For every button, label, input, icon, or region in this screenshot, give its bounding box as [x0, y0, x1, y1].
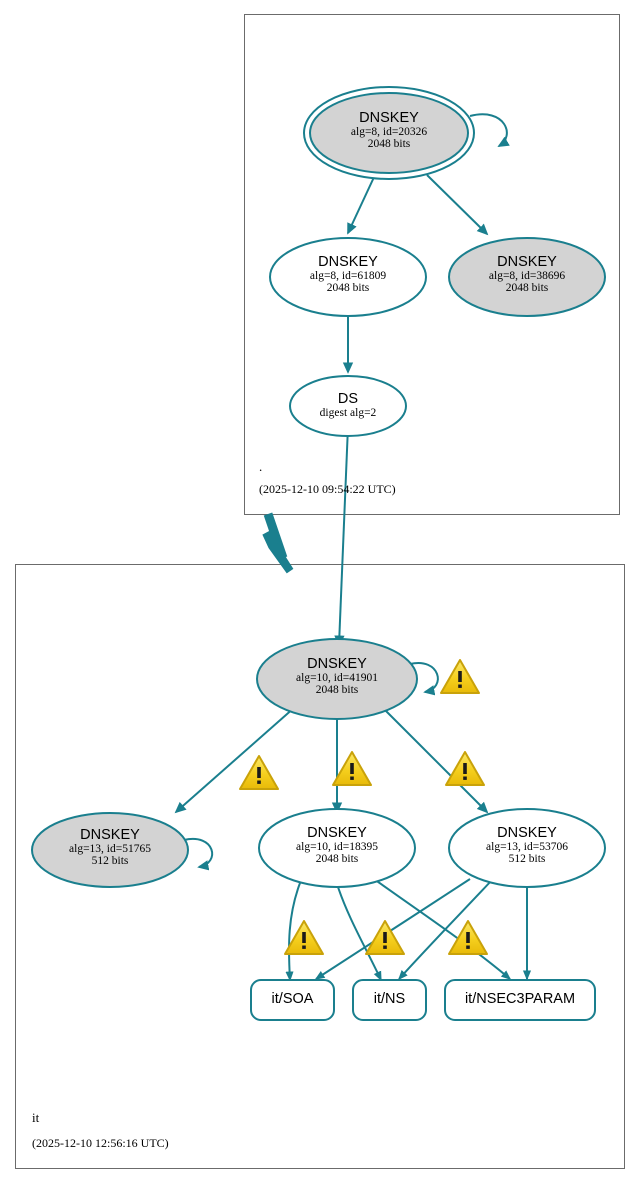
node-root-zsk-61809[interactable] — [269, 237, 427, 317]
node-it-key-53706[interactable] — [448, 808, 606, 888]
edge-18395-to-nsec3param — [373, 878, 512, 980]
node-root-ksk[interactable] — [309, 92, 469, 174]
edge-root-ksk-to-61809 — [347, 174, 376, 235]
node-it-ksk-41901[interactable] — [256, 638, 418, 720]
warning-icon-ksk-to-51765[interactable] — [239, 755, 279, 790]
warning-icon-ksk-selfsign[interactable] — [440, 659, 480, 694]
edge-root-ksk-to-38696 — [426, 174, 489, 236]
cluster-label-root-timestamp: (2025-12-10 09:54:22 UTC) — [259, 482, 396, 496]
edge-it-ksk-to-53706 — [381, 706, 489, 814]
warning-icon-ksk-to-53706[interactable] — [445, 751, 485, 786]
edge-ds-to-it-ksk — [334, 425, 349, 647]
node-it-key-51765[interactable] — [31, 812, 189, 888]
edge-it-ksk-to-51765 — [174, 706, 296, 814]
rrset-it-soa[interactable] — [250, 979, 335, 1021]
edge-18395-to-soa — [285, 882, 301, 982]
edge-it-ksk-selfsign — [409, 661, 439, 696]
node-it-key-18395[interactable] — [258, 808, 416, 888]
edge-53706-to-ns — [398, 879, 493, 981]
edge-it-51765-selfsign — [183, 837, 214, 871]
cluster-label-it-timestamp: (2025-12-10 12:56:16 UTC) — [32, 1136, 169, 1150]
warning-icon-ksk-to-18395[interactable] — [332, 751, 372, 786]
cluster-label-it-name: it — [32, 1110, 40, 1125]
cluster-label-root-name: . — [259, 459, 263, 474]
rrset-it-ns[interactable] — [352, 979, 427, 1021]
edge-root-ksk-selfsign — [469, 113, 510, 147]
warning-icon-soa[interactable] — [284, 920, 324, 955]
node-root-zsk-38696[interactable] — [448, 237, 606, 317]
warning-icon-ns[interactable] — [365, 920, 405, 955]
edge-18395-to-ns — [336, 883, 382, 982]
warning-icon-nsec3param[interactable] — [448, 920, 488, 955]
node-root-ds[interactable] — [289, 375, 407, 437]
rrset-it-nsec3param[interactable] — [444, 979, 596, 1021]
edge-delegation-thick-head — [262, 530, 294, 574]
